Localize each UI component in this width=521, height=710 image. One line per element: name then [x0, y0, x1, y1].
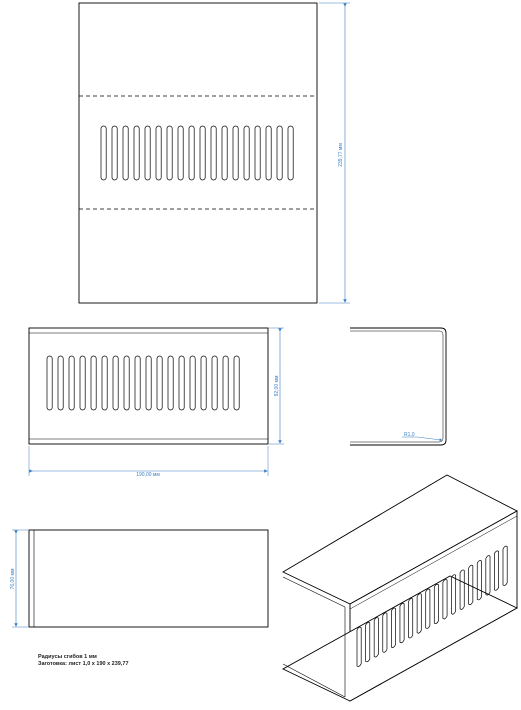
vent-slot [391, 607, 396, 648]
flat-pattern-slots [100, 125, 294, 181]
vent-slot [210, 125, 217, 181]
vent-slot [200, 355, 207, 411]
width-label: 190,00 мм [136, 472, 160, 478]
vent-slot [211, 355, 218, 411]
vent-slot [101, 355, 108, 411]
vent-slot [189, 355, 196, 411]
vent-slot [123, 355, 130, 411]
vent-slot [57, 355, 64, 411]
vent-slot [502, 545, 508, 586]
vent-slot [188, 125, 195, 181]
vent-slot [356, 626, 362, 667]
vent-slot [442, 579, 448, 620]
blank-height-label: 239,77 мм [338, 143, 344, 167]
vent-slot [232, 125, 239, 181]
vent-slot [111, 125, 118, 181]
top-view: 76,00 мм [10, 529, 269, 628]
front-view-slots [46, 355, 240, 411]
iso-view-slots [356, 545, 508, 667]
vent-slot [144, 125, 151, 181]
vent-slot [485, 555, 491, 596]
vent-slot [79, 355, 86, 411]
vent-slot [199, 125, 206, 181]
blank-size-note: Заготовка: лист 1,0 x 190 x 239,77 [38, 661, 129, 667]
vent-slot [134, 355, 141, 411]
iso-upper-bend-edge [282, 576, 346, 608]
vent-slot [133, 125, 140, 181]
vent-slot [177, 125, 184, 181]
vent-slot [399, 602, 405, 644]
depth-label: 76,00 мм [10, 568, 16, 589]
flat-pattern-view: 239,77 мм [78, 2, 350, 304]
iso-upper-thickness-edge [349, 515, 518, 610]
vent-slot [167, 355, 174, 411]
vent-slot [494, 550, 499, 591]
vent-slot [276, 125, 283, 181]
vent-slot [90, 355, 97, 411]
side-view-inner-profile [350, 330, 444, 443]
vent-slot [222, 355, 229, 411]
vent-slot [265, 125, 272, 181]
vent-slot [46, 355, 53, 411]
iso-lower-bend-edge [282, 663, 346, 698]
vent-slot [254, 125, 261, 181]
vent-slot [243, 125, 250, 181]
front-view-outline [28, 327, 269, 445]
bend-radius-label: R1,0 [404, 432, 415, 438]
vent-slot [425, 588, 431, 629]
vent-slot [178, 355, 185, 411]
width-dimension: 190,00 мм [28, 446, 269, 478]
vent-slot [451, 574, 457, 615]
vent-slot [68, 355, 75, 411]
vent-slot [145, 355, 152, 411]
side-view: R1,0 [350, 327, 447, 446]
vent-slot [476, 560, 482, 601]
vent-slot [156, 355, 163, 411]
vent-slot [468, 564, 474, 605]
vent-slot [365, 622, 371, 663]
flat-pattern-outline [78, 2, 318, 304]
bend-radius-callout: R1,0 [402, 432, 443, 442]
vent-slot [287, 125, 294, 181]
vent-slot [416, 593, 422, 634]
front-view: 92,00 мм 190,00 мм [28, 327, 284, 478]
depth-dimension: 76,00 мм [10, 529, 28, 628]
top-view-outline [28, 529, 269, 628]
blank-height-dimension: 239,77 мм [319, 2, 350, 304]
isometric-view [282, 474, 518, 702]
vent-slot [100, 125, 107, 181]
vent-slot [166, 125, 173, 181]
side-view-profile [350, 327, 447, 446]
vent-slot [155, 125, 162, 181]
vent-slot [122, 125, 129, 181]
vent-slot [408, 598, 414, 639]
vent-slot [112, 355, 119, 411]
vent-slot [433, 583, 439, 625]
height-label: 92,00 мм [274, 375, 280, 396]
vent-slot [459, 569, 465, 610]
bend-radius-note: Радиусы сгибов 1 мм [38, 654, 97, 660]
vent-slot [382, 612, 388, 653]
vent-slot [373, 617, 379, 658]
vent-slot [233, 355, 240, 411]
vent-slot [221, 125, 228, 181]
height-dimension: 92,00 мм [269, 327, 284, 445]
